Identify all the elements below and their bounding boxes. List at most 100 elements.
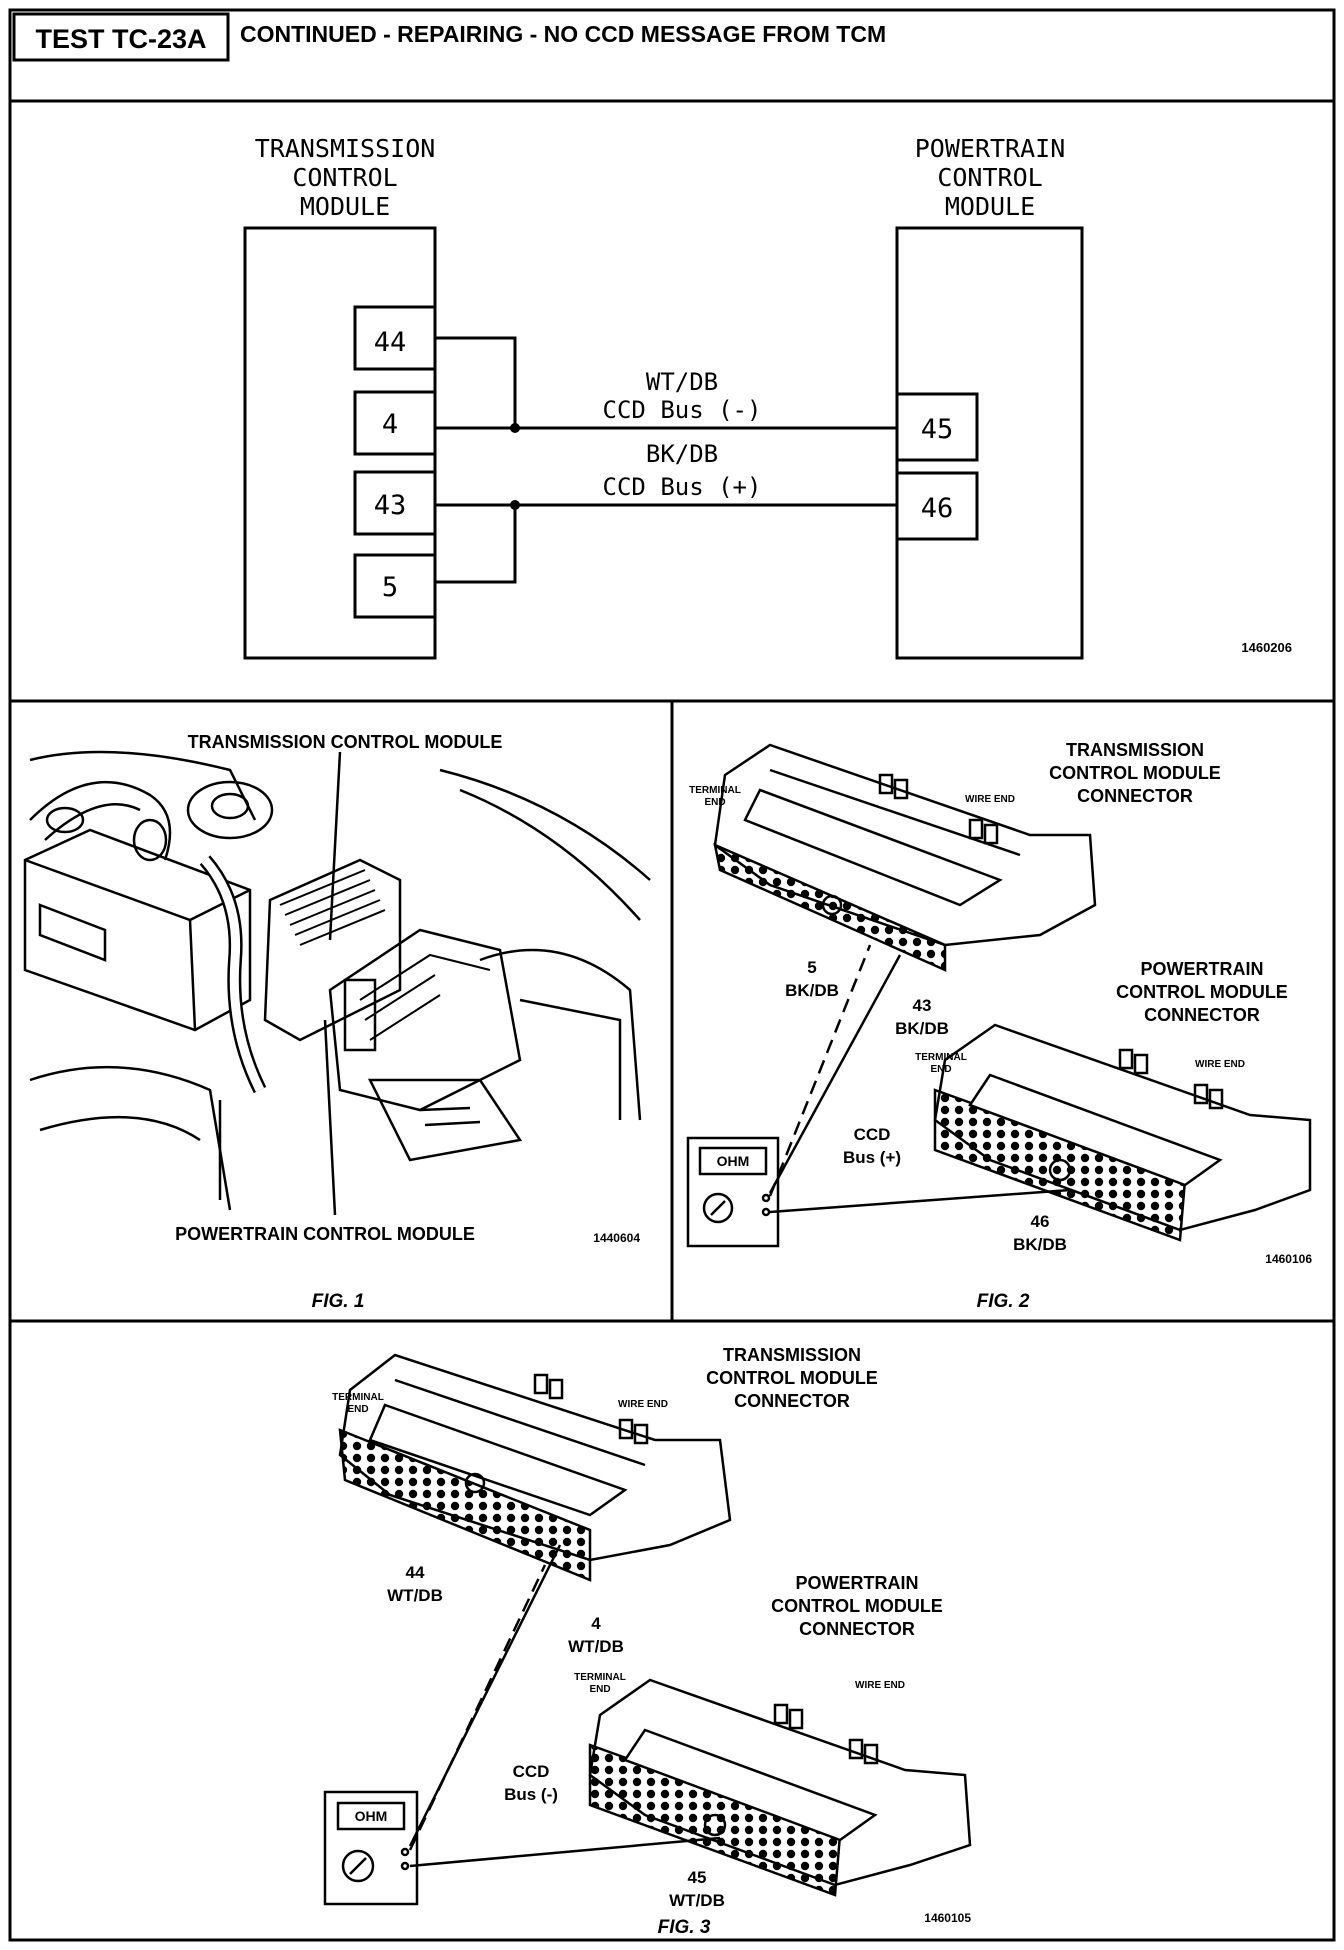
pcm-pin-46: 46 (921, 493, 954, 524)
fig1-line (39, 1115, 201, 1142)
fig3-pcm-latch (788, 1708, 804, 1730)
fig1-clamp (45, 806, 85, 834)
fig2-pcm-window (968, 1073, 1223, 1187)
fig3-tcm-latch (548, 1378, 564, 1400)
fig3-probe-lead-pin45 (409, 1836, 721, 1868)
page-border (8, 8, 1336, 1942)
fig3-pcm-connector (588, 1678, 972, 1897)
fig3-bus-line2: Bus (-) (504, 1785, 558, 1804)
fig3-pcm-terminal-end-line2: END (589, 1684, 610, 1695)
fig2-meter-needle (710, 1200, 726, 1216)
fig3-tcm-latch (533, 1373, 549, 1395)
fig2-probe-lead-pin5 (768, 944, 872, 1197)
splice-minus (510, 423, 520, 433)
fig3-caption: FIG. 3 (658, 1917, 711, 1938)
fig3-tcm-pin-rows (338, 1428, 592, 1582)
pcm-pin-45-box (895, 392, 979, 462)
fig3-pin4-number: 4 (591, 1614, 601, 1633)
fig3-tcm-window (368, 1403, 628, 1517)
fig3-tcm-connector-line3: CONNECTOR (734, 1391, 850, 1411)
fig3-pcm-wire-end: WIRE END (855, 1680, 905, 1691)
fig3-tcm-connector-line1: TRANSMISSION (723, 1345, 861, 1365)
fig1-ref-code: 1440604 (593, 1231, 640, 1245)
fig1-pcm-leader (323, 1019, 337, 1216)
fig3-pin45-number: 45 (688, 1868, 707, 1887)
fig1-line (519, 998, 622, 1120)
pcm-title-line1: POWERTRAIN (915, 134, 1066, 163)
fig2-pcm-terminal-end-line2: END (930, 1064, 951, 1075)
fig3-meter-label: OHM (355, 1808, 388, 1824)
fig2-terminal-end-line1: TERMINAL (689, 785, 741, 796)
fig2-pin5-number: 5 (807, 958, 816, 977)
fig2-tcm-latch (893, 778, 909, 800)
fig2-meter-body (686, 1136, 780, 1248)
fig3-ohmmeter (323, 1544, 721, 1906)
fig3-meter-body (323, 1790, 419, 1906)
tcm-pin-43: 43 (374, 490, 407, 521)
fig2-pin5-color: BK/DB (785, 981, 839, 1000)
fig3-pin44-number: 44 (406, 1563, 425, 1582)
fig3-tcm-rib (394, 1378, 646, 1467)
fig2-pcm-terminal-end-line1: TERMINAL (915, 1052, 967, 1063)
fig3-tcm-latch (618, 1418, 634, 1440)
fig1-cap (186, 780, 274, 840)
fig2-tcm-key (821, 894, 843, 916)
fig3-wire-end: WIRE END (618, 1399, 668, 1410)
fig3-meter-jack (400, 1847, 410, 1857)
page-title: CONTINUED - REPAIRING - NO CCD MESSAGE F… (240, 21, 886, 47)
wire-pin5-splice (435, 505, 517, 584)
fig3-pin4-color: WT/DB (568, 1637, 624, 1656)
fig3-terminal-end-line2: END (347, 1404, 368, 1415)
fig1-line (439, 768, 651, 881)
fig2-ref-code: 1460106 (1265, 1252, 1312, 1266)
fig3-pcm-key (703, 1813, 727, 1837)
tcm-pin-4-box (353, 390, 437, 456)
fig2-tcm-connector-line1: TRANSMISSION (1066, 740, 1204, 760)
fig1-cap-inner (210, 792, 250, 820)
fig2-tcm-latch (968, 818, 984, 840)
fig2-pcm-key (1048, 1158, 1072, 1182)
fig2-tcm-latch (983, 823, 999, 845)
test-id: TEST TC-23A (35, 24, 206, 54)
fig1-line (459, 788, 641, 921)
fig2-pcm-connector-line1: POWERTRAIN (1141, 959, 1264, 979)
fig3-pin45-color: WT/DB (669, 1891, 725, 1910)
fig2-pin43-number: 43 (913, 996, 932, 1015)
splice-plus (510, 500, 520, 510)
fig1-battery (23, 828, 252, 1032)
fig2-tcm-latch (878, 773, 894, 795)
fig3-pcm-terminal-end-line1: TERMINAL (574, 1672, 626, 1683)
fig3-pcm-connector-line2: CONTROL MODULE (771, 1596, 943, 1616)
wire2-color: BK/DB (646, 440, 718, 468)
fig1-tcm-body (263, 858, 402, 1042)
fig1-caption: FIG. 1 (312, 1291, 365, 1312)
fig2-meter-dial (702, 1192, 734, 1224)
wire2-name: CCD Bus (+) (603, 473, 762, 501)
tcm-pin-43-box (353, 470, 437, 536)
tcm-title-line3: MODULE (300, 192, 390, 221)
tcm-title-line2: CONTROL (292, 163, 397, 192)
fig1-pcm-body (328, 928, 522, 1112)
wire1-name: CCD Bus (-) (603, 396, 762, 424)
fig1-engine-illustration (23, 750, 651, 1216)
fig1-pcm-fins (359, 953, 491, 1041)
pcm-title-line3: MODULE (945, 192, 1035, 221)
test-id-box (12, 12, 230, 62)
fig2-pcm-connector (933, 1023, 1312, 1242)
tcm-pin-44: 44 (374, 327, 407, 358)
fig2-pcm-wire-end: WIRE END (1195, 1059, 1245, 1070)
header: TEST TC-23A CONTINUED - REPAIRING - NO C… (12, 12, 886, 62)
wire-pin44-splice (435, 336, 517, 428)
fig1-harness-inner (201, 857, 265, 1093)
fig3-pcm-latch (848, 1738, 864, 1760)
fig2-tcm-connector-line3: CONNECTOR (1077, 786, 1193, 806)
fig2-wire-end: WIRE END (965, 794, 1015, 805)
pcm-title-line2: CONTROL (937, 163, 1042, 192)
fig3-bus-line1: CCD (513, 1762, 550, 1781)
tcm-pin-5: 5 (382, 572, 398, 603)
tcm-title-line1: TRANSMISSION (255, 134, 436, 163)
fig2-tcm-rib (769, 768, 1021, 857)
fig3-pin44-color: WT/DB (387, 1586, 443, 1605)
fig3-meter-dial (341, 1849, 375, 1883)
